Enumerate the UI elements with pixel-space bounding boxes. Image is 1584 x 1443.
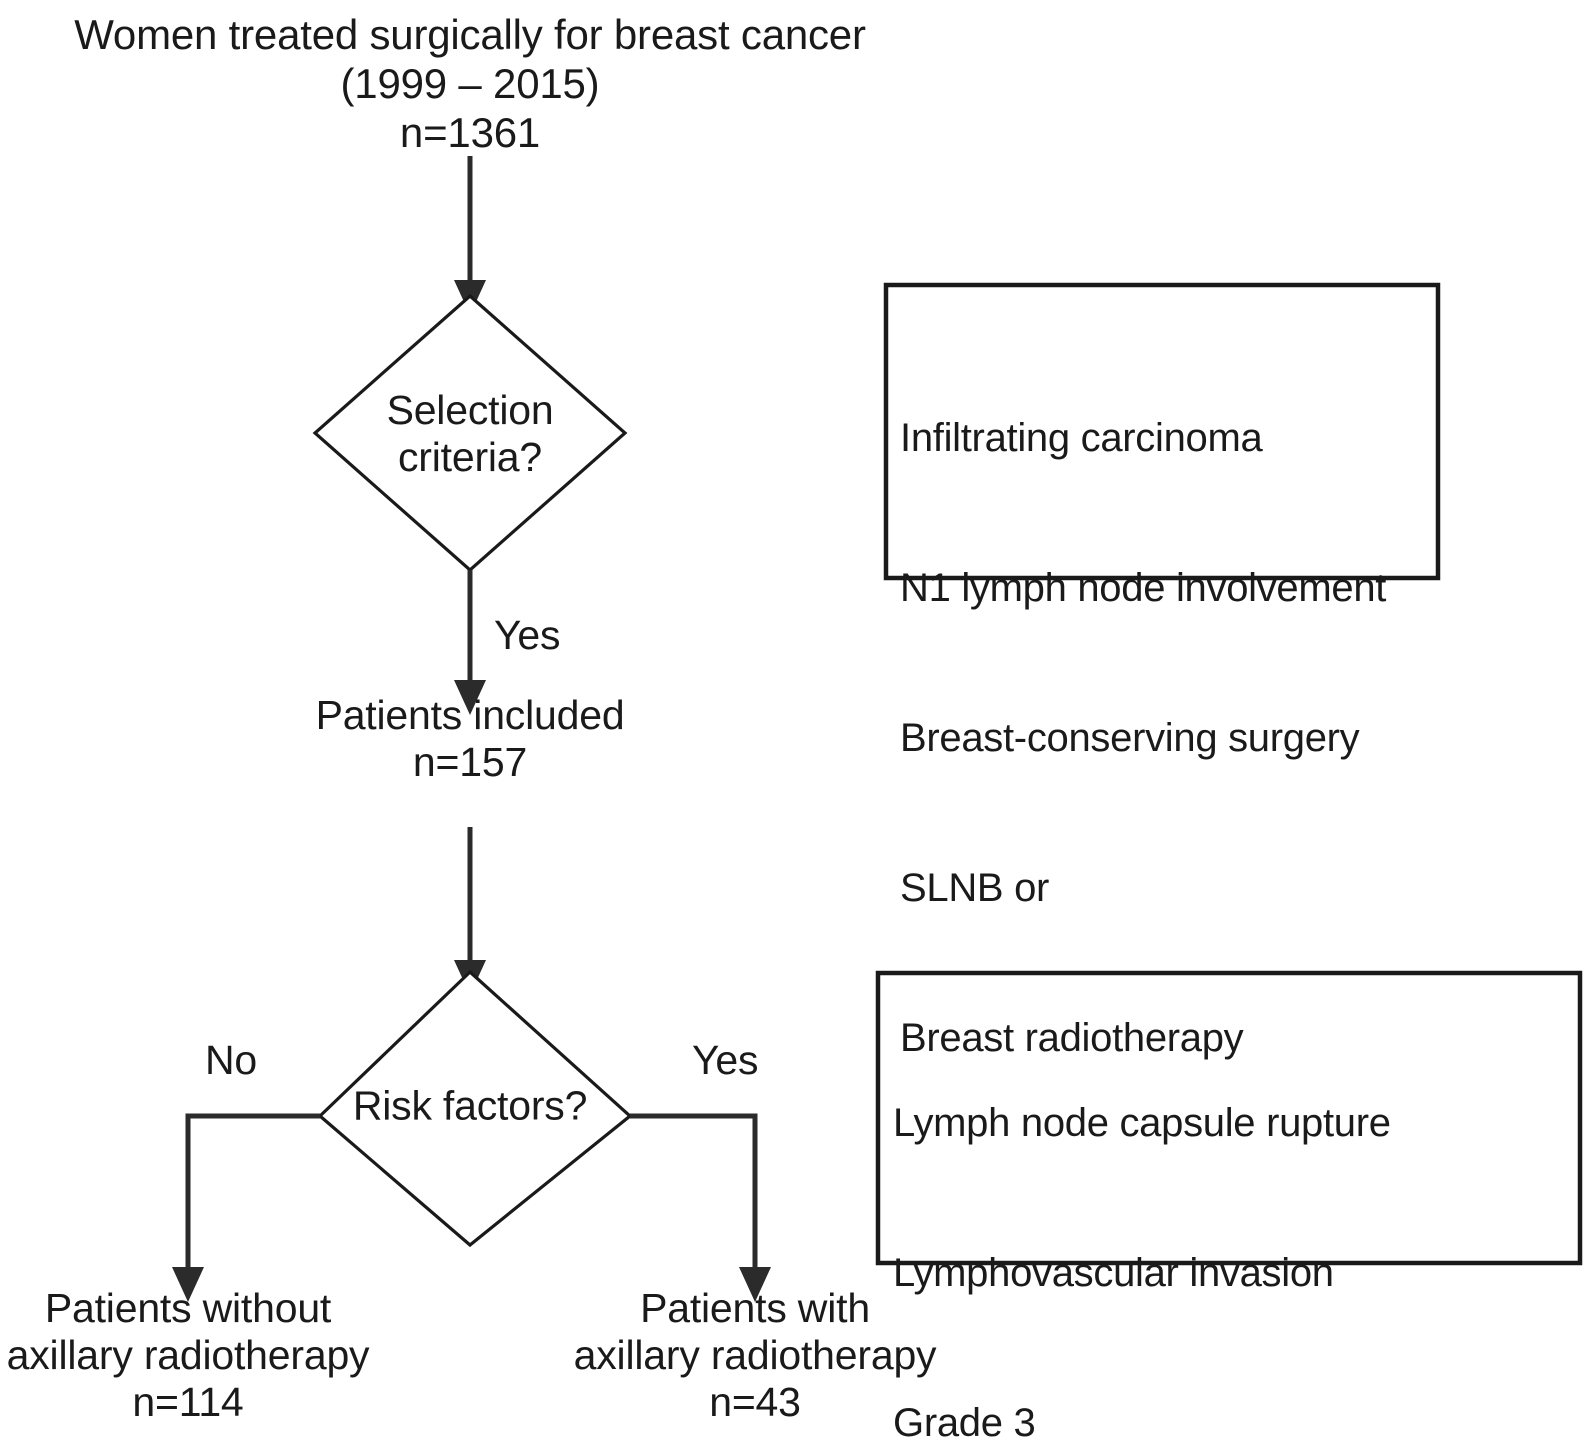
root-node-line-1: Women treated surgically for breast canc… (74, 11, 866, 58)
edge-risk-yes-branch (630, 1113, 771, 1302)
outcome-right-line-2: axillary radiotherapy (573, 1332, 937, 1378)
outcome-right-line-3: n=43 (709, 1379, 801, 1425)
root-node-line-2: (1999 – 2015) (340, 60, 600, 107)
criteria-box-2-frame (875, 970, 1583, 1266)
patients-included-line-1: Patients included (315, 692, 625, 738)
root-node-label: Women treated surgically for breast canc… (74, 10, 866, 157)
outcome-left-line-2: axillary radiotherapy (6, 1332, 370, 1378)
outcome-right-line-1: Patients with (640, 1285, 870, 1331)
criteria-2-item-2: Lymphovascular invasion (893, 1251, 1334, 1295)
criteria-box-1-list: Infiltrating carcinoma N1 lymph node inv… (900, 313, 1386, 1163)
outcome-left-line-3: n=114 (132, 1379, 244, 1425)
criteria-2-item-3: Grade 3 (893, 1401, 1036, 1443)
criteria-1-item-4: SLNB or (900, 866, 1050, 910)
root-node-line-3: n=1361 (399, 109, 541, 156)
patients-included-line-2: n=157 (412, 739, 528, 785)
outcome-left-line-1: Patients without (44, 1285, 332, 1331)
edge-label-risk-no: No (205, 1037, 258, 1083)
criteria-1-item-3: Breast-conserving surgery (900, 716, 1360, 760)
criteria-1-item-2: N1 lymph node involvement (900, 566, 1387, 610)
edge-label-selection-yes: Yes (494, 612, 561, 658)
edge-label-risk-yes: Yes (692, 1037, 759, 1083)
criteria-box-1-frame (883, 282, 1441, 581)
decision-selection-line-2: criteria? (397, 434, 543, 480)
decision-risk-factors-shape (317, 969, 633, 1248)
decision-selection-line-1: Selection (386, 387, 554, 433)
criteria-1-item-1: Infiltrating carcinoma (900, 416, 1263, 460)
decision-risk-factors-label: Risk factors? (352, 1082, 588, 1129)
criteria-1-item-5: Breast radiotherapy (900, 1016, 1244, 1060)
criteria-box-2-list: Lymph node capsule rupture Lymphovascula… (893, 998, 1563, 1443)
edge-risk-no-branch (172, 1113, 320, 1302)
criteria-2-item-1: Lymph node capsule rupture (893, 1101, 1391, 1145)
